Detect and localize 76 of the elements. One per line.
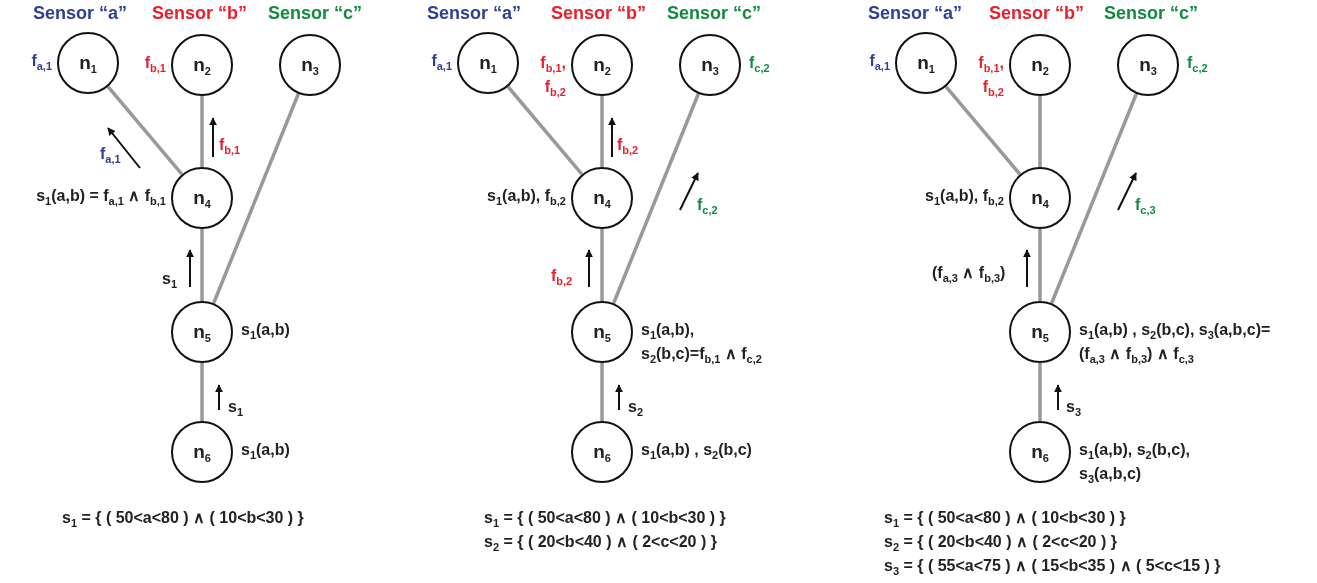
node-circle: n$_{5}$	[571, 301, 633, 363]
node-circle: n$_{3}$	[279, 34, 341, 96]
node-circle: n$_{4}$	[1009, 167, 1071, 229]
connector-line	[200, 96, 204, 167]
connector-line	[106, 85, 184, 176]
connector-line	[1050, 93, 1138, 304]
node-circle: n$_{6}$	[171, 421, 233, 483]
message-label: f$_{a,1}$	[100, 144, 121, 165]
condition-formula: s$_{2}$ = { ( 20<b<40 ) ∧ ( 2<c<20 ) }	[484, 532, 717, 553]
sensor-heading: Sensor “a”	[427, 2, 522, 24]
annotation-text: s$_{1}$(a,b) = f$_{a,1}$ ∧ f$_{b,1}$	[36, 186, 166, 208]
message-label: f$_{c,2}$	[697, 195, 718, 216]
connector-line	[944, 85, 1022, 176]
connector-line	[600, 363, 604, 421]
connector-line	[506, 85, 584, 176]
annotation-text: s$_{1}$(a,b), s$_{2}$(b,c)=f$_{b,1}$ ∧ f$_{c,2}$	[641, 320, 763, 366]
annotation-text: f$_{b,1}$	[144, 53, 166, 75]
connector-line	[600, 229, 604, 301]
connector-line	[200, 229, 204, 301]
node-circle: n$_{2}$	[571, 34, 633, 96]
condition-formula: s$_{1}$ = { ( 50<a<80 ) ∧ ( 10<b<30 ) }	[484, 508, 726, 529]
node-circle: n$_{1}$	[895, 32, 957, 94]
message-label: (f$_{a,3}$ ∧ f$_{b,3}$)	[932, 263, 1006, 284]
annotation-text: f$_{b,1}$, f$_{b,2}$	[977, 53, 1004, 99]
message-label: s$_{1}$	[162, 269, 178, 290]
connector-line	[212, 93, 300, 304]
condition-formula: s$_{1}$ = { ( 50<a<80 ) ∧ ( 10<b<30 ) }	[62, 508, 304, 529]
node-circle: n$_{6}$	[571, 421, 633, 483]
node-circle: n$_{4}$	[571, 167, 633, 229]
annotation-text: s$_{1}$(a,b) , s$_{2}$(b,c), s$_{3}$(a,b,c)=(f$_{a,3}$ ∧ f$_{b,3}$) ∧ f$_{c,3}$	[1079, 320, 1272, 366]
sensor-heading: Sensor “a”	[33, 2, 128, 24]
message-label: f$_{b,2}$	[617, 135, 639, 156]
node-circle: n$_{5}$	[171, 301, 233, 363]
node-circle: n$_{2}$	[1009, 34, 1071, 96]
node-circle: n$_{4}$	[171, 167, 233, 229]
node-circle: n$_{3}$	[679, 34, 741, 96]
annotation-text: f$_{a,1}$	[431, 51, 452, 73]
annotation-text: s$_{1}$(a,b) , s$_{2}$(b,c)	[641, 440, 752, 462]
annotation-text: s$_{1}$(a,b)	[241, 440, 290, 462]
connector-line	[1038, 96, 1042, 167]
message-label: f$_{b,1}$	[219, 135, 241, 156]
sensor-heading: Sensor “c”	[268, 2, 363, 24]
condition-formula: s$_{2}$ = { ( 20<b<40 ) ∧ ( 2<c<20 ) }	[884, 532, 1117, 553]
annotation-text: f$_{c,2}$	[1187, 53, 1208, 75]
sensor-heading: Sensor “c”	[667, 2, 762, 24]
message-label: s$_{2}$	[628, 397, 644, 418]
sensor-heading: Sensor “a”	[868, 2, 963, 24]
sensor-heading: Sensor “c”	[1104, 2, 1199, 24]
node-circle: n$_{5}$	[1009, 301, 1071, 363]
annotation-text: f$_{c,2}$	[749, 53, 770, 75]
connector-line	[612, 93, 700, 304]
annotation-text: s$_{1}$(a,b), s$_{2}$(b,c), s$_{3}$(a,b,c)	[1079, 440, 1191, 486]
annotation-text: s$_{1}$(a,b), f$_{b,2}$	[925, 186, 1004, 208]
message-label: f$_{c,3}$	[1135, 195, 1156, 216]
node-circle: n$_{2}$	[171, 34, 233, 96]
condition-formula: s$_{1}$ = { ( 50<a<80 ) ∧ ( 10<b<30 ) }	[884, 508, 1126, 529]
sensor-heading: Sensor “b”	[989, 2, 1085, 24]
annotation-text: s$_{1}$(a,b)	[241, 320, 290, 342]
message-label: s$_{3}$	[1066, 397, 1082, 418]
node-circle: n$_{1}$	[57, 32, 119, 94]
sensor-heading: Sensor “b”	[551, 2, 647, 24]
connector-line	[1038, 363, 1042, 421]
annotation-text: f$_{a,1}$	[869, 51, 890, 73]
annotation-text: f$_{b,1}$, f$_{b,2}$	[539, 53, 566, 99]
connector-line	[200, 363, 204, 421]
node-circle: n$_{6}$	[1009, 421, 1071, 483]
connector-line	[1038, 229, 1042, 301]
node-circle: n$_{1}$	[457, 32, 519, 94]
annotation-text: s$_{1}$(a,b), f$_{b,2}$	[487, 186, 566, 208]
sensor-heading: Sensor “b”	[152, 2, 248, 24]
message-label: s$_{1}$	[228, 397, 244, 418]
connector-line	[600, 96, 604, 167]
node-circle: n$_{3}$	[1117, 34, 1179, 96]
annotation-text: f$_{a,1}$	[31, 51, 52, 73]
message-label: f$_{b,2}$	[551, 266, 573, 287]
condition-formula: s$_{3}$ = { ( 55<a<75 ) ∧ ( 15<b<35 ) ∧ ( 5<c<15 ) }	[884, 556, 1221, 577]
